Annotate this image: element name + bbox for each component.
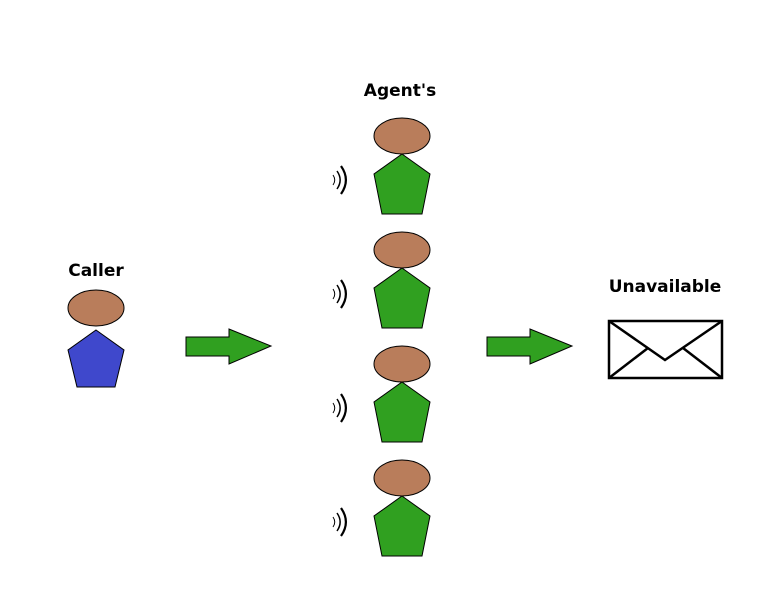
agent-person: [332, 345, 431, 443]
sound-wave: [340, 393, 347, 423]
agent-body: [373, 153, 431, 215]
agent-head: [373, 345, 431, 383]
sound-wave: [340, 165, 347, 195]
agent-head: [373, 117, 431, 155]
caller-person-icon: [67, 289, 125, 388]
sound-wave: [336, 170, 341, 190]
sound-wave: [332, 174, 336, 186]
caller-body: [67, 329, 125, 388]
sound-wave: [332, 402, 336, 414]
sound-wave: [332, 288, 336, 300]
agent-head: [373, 231, 431, 269]
agent-body: [373, 267, 431, 329]
sound-wave: [332, 516, 336, 528]
agent-person: [332, 117, 431, 215]
sound-wave: [340, 507, 347, 537]
sound-wave: [336, 284, 341, 304]
ringing-icon: [332, 393, 347, 423]
agents-label: Agent's: [364, 81, 436, 101]
agents-group: [332, 117, 431, 557]
sound-wave: [340, 279, 347, 309]
agent-person: [332, 231, 431, 329]
ringing-icon: [332, 507, 347, 537]
ringing-icon: [332, 279, 347, 309]
flow-arrow-icon: [486, 328, 574, 365]
agent-body: [373, 495, 431, 557]
caller-head: [67, 289, 125, 327]
envelope-icon: [607, 319, 724, 380]
agent-body: [373, 381, 431, 443]
unavailable-group: Unavailable: [607, 277, 724, 380]
sound-wave: [336, 398, 341, 418]
flow-arrow-icon: [185, 328, 273, 365]
agent-person: [332, 459, 431, 557]
agent-head: [373, 459, 431, 497]
caller-label: Caller: [68, 261, 124, 281]
sound-wave: [336, 512, 341, 532]
ringing-icon: [332, 165, 347, 195]
caller-group: Caller: [67, 261, 125, 388]
unavailable-label: Unavailable: [609, 277, 722, 297]
